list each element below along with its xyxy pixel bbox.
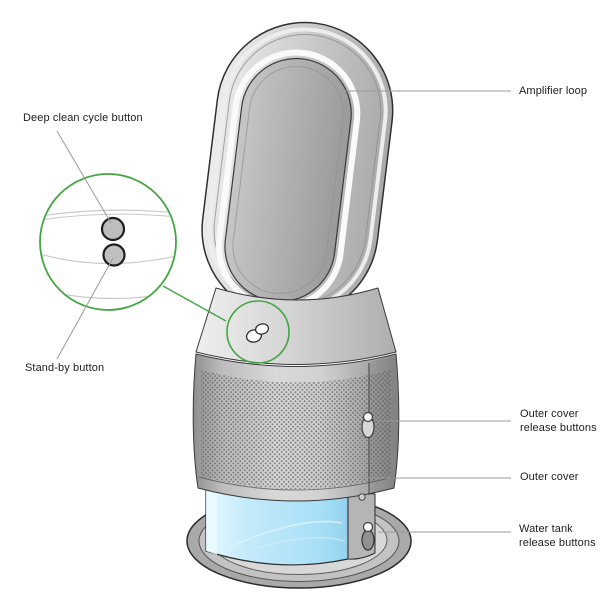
magnifier-callout [39, 173, 227, 322]
leader-lines [56, 90, 511, 533]
outer-cover-release-button [361, 411, 375, 439]
water-tank-release-button [361, 521, 375, 551]
control-buttons-marker [226, 300, 290, 364]
green-marker-circle [226, 300, 290, 364]
water-tank [205, 486, 376, 566]
leader-deep-clean [56, 130, 112, 224]
neck-cone [195, 287, 397, 365]
mesh-panel [201, 370, 391, 489]
deep-clean-button-zoomed [100, 216, 126, 242]
outer-cover [192, 353, 400, 502]
deep-clean-label: Deep clean cycle button [23, 112, 143, 124]
amplifier-loop [201, 21, 394, 319]
tank-highlight [206, 487, 217, 555]
leader-standby [56, 257, 114, 360]
cover-screw [358, 493, 366, 501]
water-tank-release-label: Water tank release buttons [519, 523, 596, 549]
amplifier-loop-label: Amplifier loop [519, 85, 588, 97]
standby-label: Stand-by button [25, 362, 105, 374]
magnifier-connector-line [162, 285, 227, 322]
deep-clean-button-on-machine [254, 323, 270, 335]
outer-cover-release-label: Outer cover release buttons [520, 408, 597, 434]
magnifier-circle [39, 173, 177, 311]
outer-cover-label: Outer cover [520, 471, 579, 483]
standby-button-zoomed [102, 243, 126, 267]
